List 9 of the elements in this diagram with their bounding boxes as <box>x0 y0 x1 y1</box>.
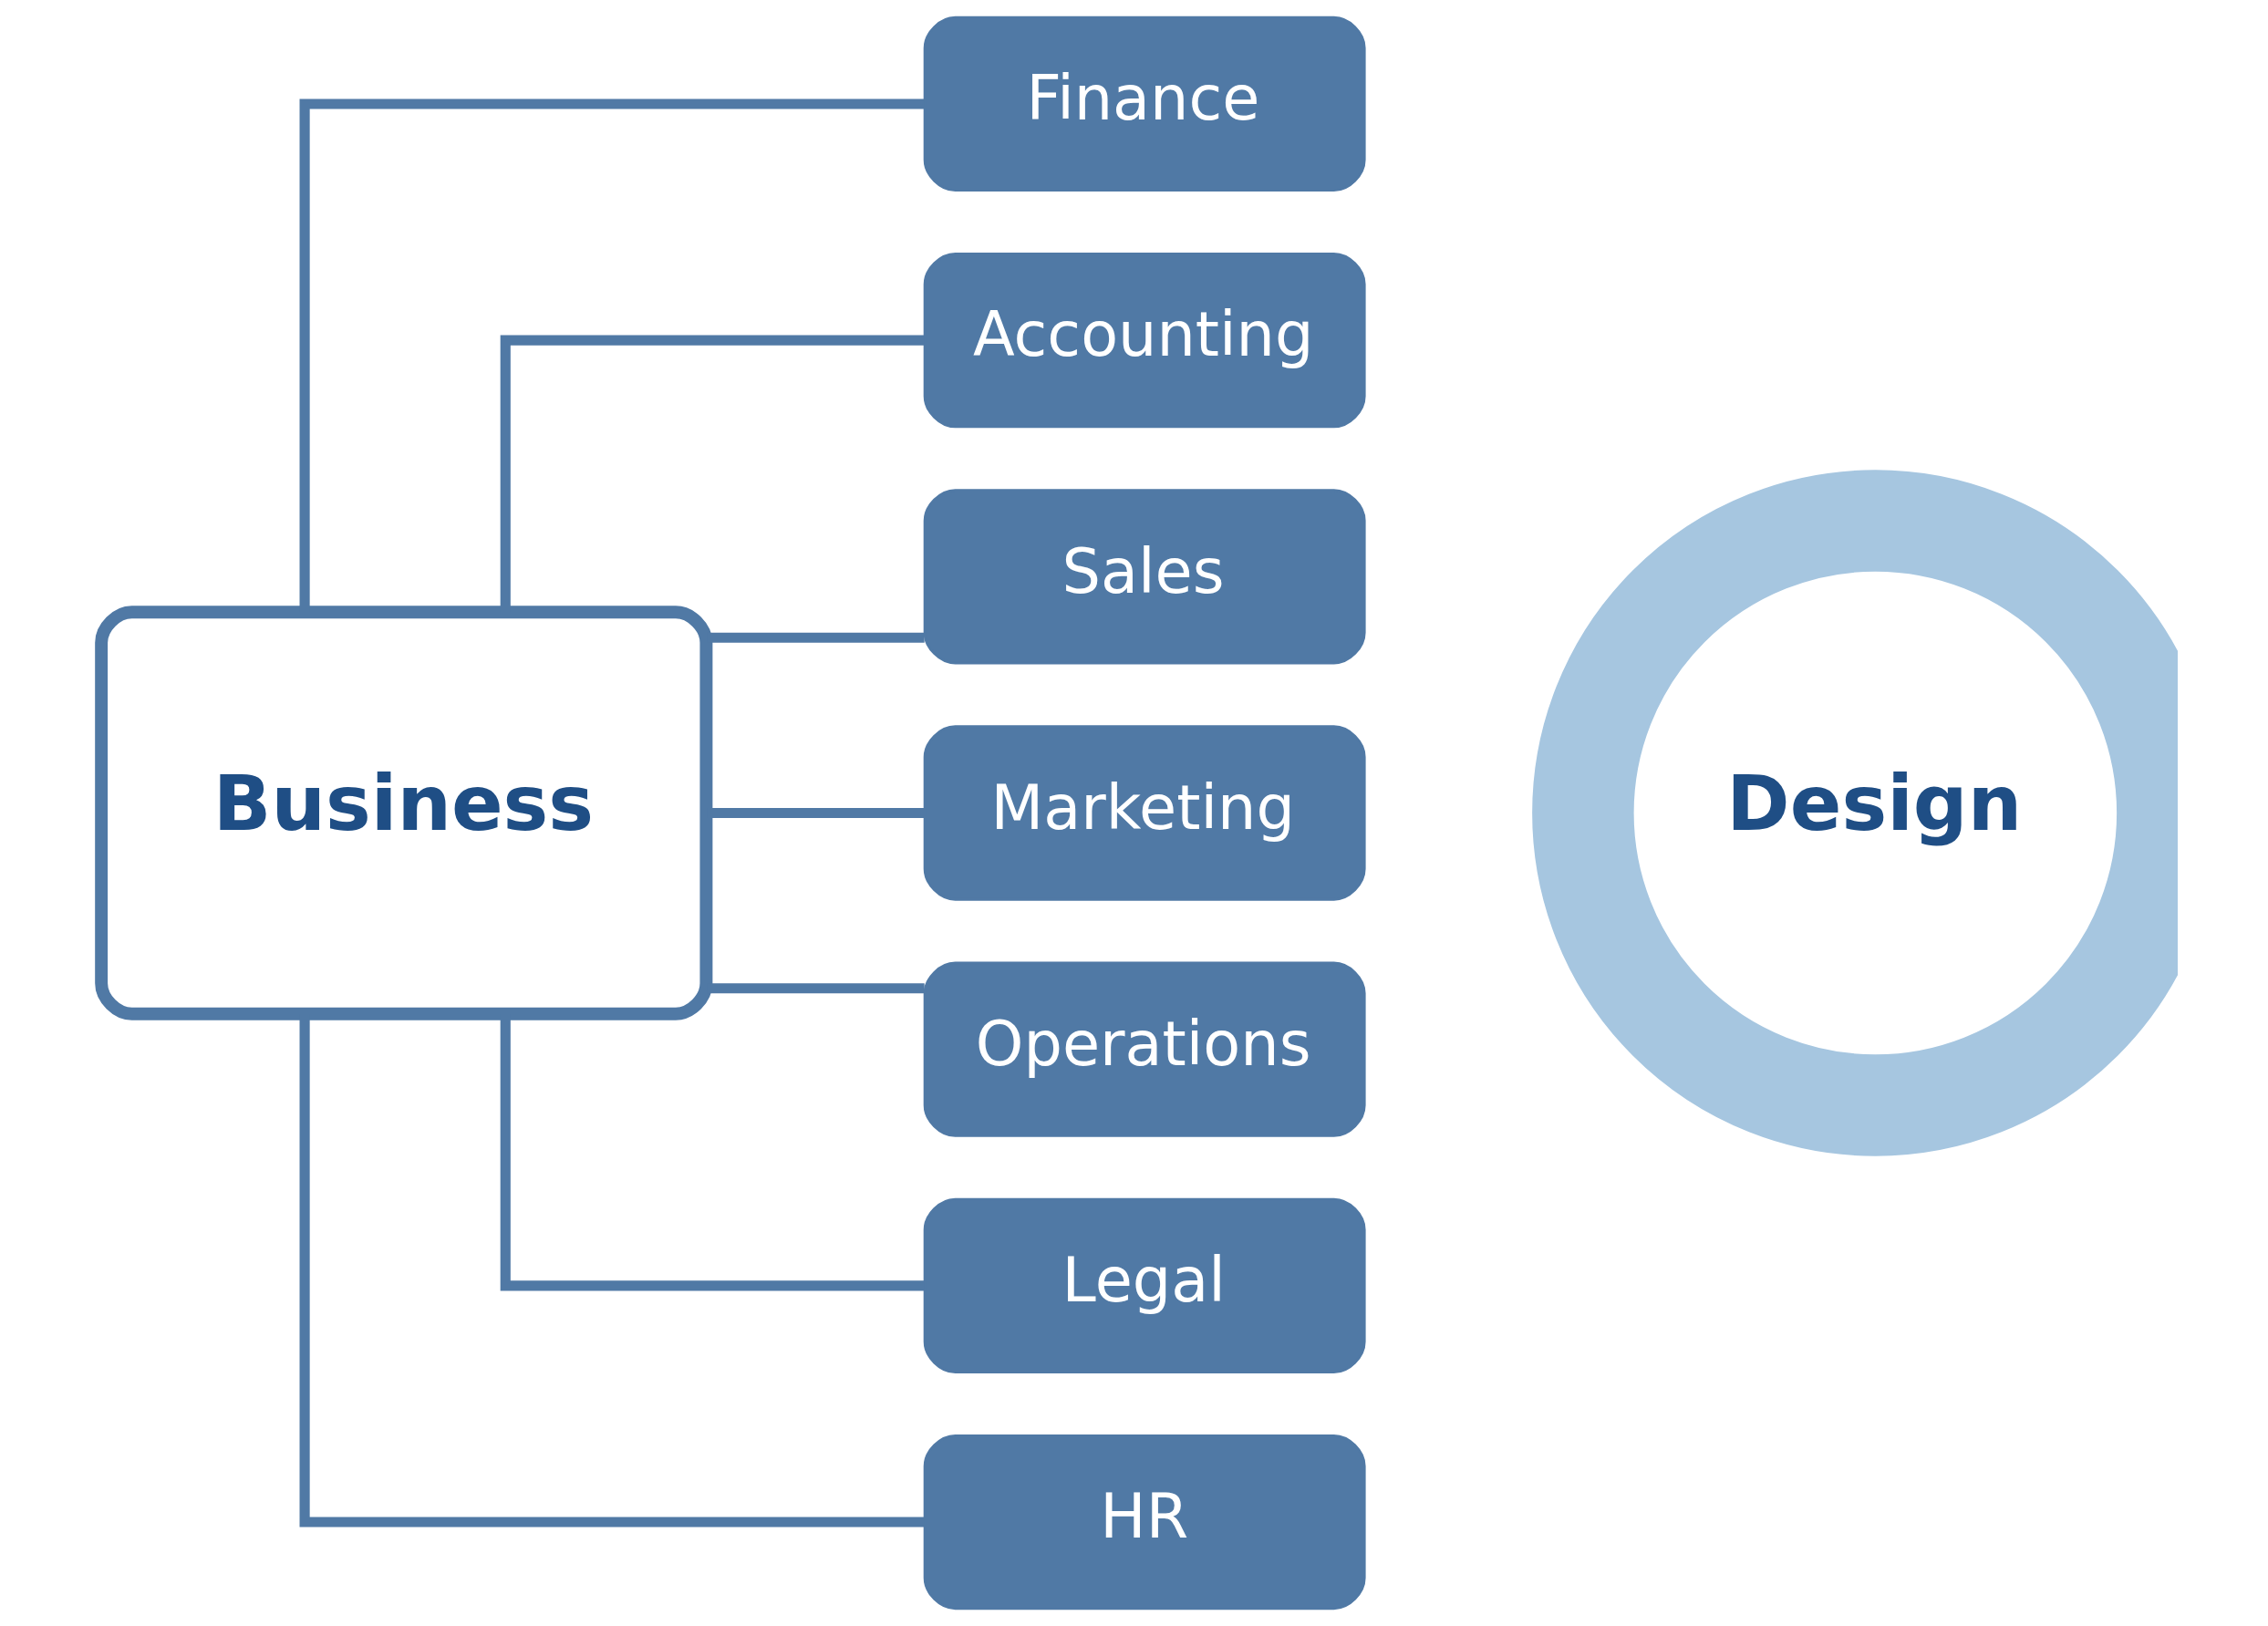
node-box: Legal <box>923 1197 1366 1373</box>
node-circle: Design <box>1531 470 2178 1156</box>
node-box: Business <box>94 606 712 1020</box>
node-box: Sales <box>923 489 1366 665</box>
node-box: Finance <box>923 16 1366 192</box>
node-box: Marketing <box>923 725 1366 901</box>
node-box: HR <box>923 1434 1366 1610</box>
node-box: Operations <box>923 961 1366 1137</box>
node-box: Accounting <box>923 253 1366 429</box>
